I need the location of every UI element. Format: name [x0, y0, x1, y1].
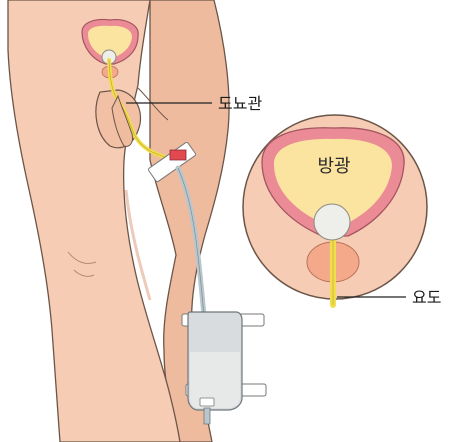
- bag-fluid: [190, 352, 240, 408]
- bag-drain-cap: [200, 398, 214, 406]
- leg-bag: [182, 312, 266, 424]
- inset: 방광: [243, 115, 427, 305]
- catheter-label: 도뇨관: [218, 94, 262, 113]
- inset-catheter-balloon: [314, 204, 350, 240]
- urethra-label: 요도: [412, 288, 441, 307]
- tape-connector: [170, 150, 186, 160]
- bladder-label: 방광: [317, 156, 350, 177]
- bag-drain-valve: [204, 408, 210, 424]
